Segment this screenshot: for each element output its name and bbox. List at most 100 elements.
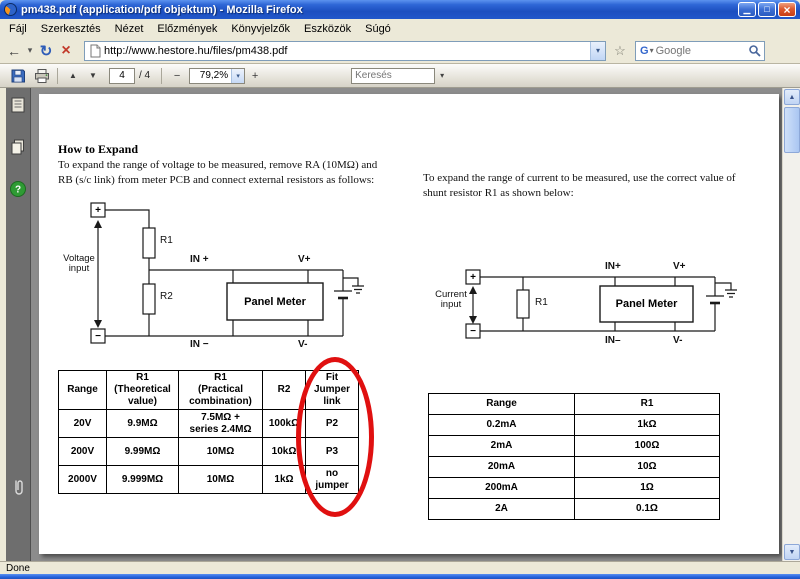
cell: 10MΩ [178,465,263,494]
menu-edit[interactable]: Szerkesztés [40,22,101,35]
status-text: Done [6,562,30,574]
table-row: 2A 0.1Ω [428,498,720,520]
nav-toolbar: ← ▾ ↻ × ▾ ☆ G ▾ [0,38,800,64]
attachments-paperclip-icon[interactable] [9,478,27,496]
voltage-input-label: Voltage input [63,253,95,275]
table-row: 200mA 1Ω [428,477,720,499]
vertical-scrollbar[interactable]: ▲ ▼ [782,88,800,561]
pdf-toolbar: ▲ ▼ / 4 − 79,2% ▾ + ▾ [0,64,800,88]
history-dropdown-icon[interactable]: ▾ [27,45,33,55]
menu-file[interactable]: Fájl [9,22,27,35]
cell: 0.2mA [428,414,575,436]
cell: 1Ω [574,477,720,499]
reader-sidebar: ? [6,88,31,561]
window-title: pm438.pdf (application/pdf objektum) - M… [21,3,303,16]
pages-panel-icon[interactable] [9,138,27,156]
red-annotation-ellipse [296,357,374,517]
minus-terminal-label: − [470,325,476,337]
current-input-label: Current input [435,289,467,311]
cell: 20mA [428,456,575,478]
in-minus-label: IN– [605,335,621,346]
toolbar-separator [161,67,163,84]
in-plus-label: IN + [190,254,209,265]
url-dropdown-icon[interactable]: ▾ [590,41,605,60]
table-header-row: Range R1 [428,393,720,415]
menu-help[interactable]: Súgó [365,22,391,35]
table-row: 0.2mA 1kΩ [428,414,720,436]
current-intro-text: To expand the range of current to be mea… [423,172,736,199]
find-dropdown-icon[interactable]: ▾ [440,71,445,80]
menu-view[interactable]: Nézet [114,22,144,35]
panel-meter-label: Panel Meter [615,298,678,310]
plus-terminal-label: + [95,204,101,216]
menu-history[interactable]: Előzmények [157,22,218,35]
engine-dropdown-icon[interactable]: ▾ [649,46,654,55]
url-input[interactable] [104,42,590,59]
firefox-icon [4,3,17,16]
scroll-up-icon[interactable]: ▲ [784,89,800,105]
plus-terminal-label: + [470,271,476,283]
menubar: Fájl Szerkesztés Nézet Előzmények Könyvj… [0,19,800,38]
content-area: ? How to Expand To expand the range of v… [0,88,800,561]
current-range-table: Range R1 0.2mA 1kΩ 2mA 100Ω 20mA 10Ω [428,393,720,520]
cell: 2A [428,498,575,520]
zoom-dropdown-icon[interactable]: ▾ [231,68,245,83]
col-header-r1-practical: R1 (Practical combination) [178,370,263,410]
maximize-button[interactable]: □ [758,2,776,17]
window-controls: ▁ □ × [738,2,796,17]
address-bar[interactable]: ▾ [84,40,606,61]
scrollbar-thumb[interactable] [784,107,800,153]
howto-help-icon[interactable]: ? [9,180,27,198]
col-header-range: Range [58,370,107,410]
web-search-input[interactable] [655,44,748,57]
v-minus-label: V- [298,339,308,350]
cell: 10MΩ [178,437,263,466]
close-button[interactable]: × [778,2,796,17]
circuit-svg [465,269,737,339]
circuit-svg [90,202,364,344]
print-button[interactable] [32,66,52,85]
cell: 100Ω [574,435,720,457]
menu-bookmarks[interactable]: Könyvjelzők [231,22,291,35]
cell: 2000V [58,465,107,494]
zoom-in-button[interactable]: + [251,69,259,82]
page-number-input[interactable] [109,67,135,84]
zoom-level-box[interactable]: 79,2% ▾ [189,67,246,84]
v-plus-label: V+ [673,261,686,272]
minus-terminal-label: − [95,330,101,342]
page-title: How to Expand [58,142,139,156]
pdf-find-input[interactable] [351,67,436,84]
zoom-level-value: 79,2% [199,70,229,81]
search-icon[interactable] [748,44,764,58]
web-search-bar[interactable]: G ▾ [635,40,765,61]
cell: 9.99MΩ [106,437,179,466]
bookmarks-panel-icon[interactable] [9,96,27,114]
minimize-button[interactable]: ▁ [738,2,756,17]
toolbar-separator [57,67,58,84]
table-row: 2mA 100Ω [428,435,720,457]
zoom-out-button[interactable]: − [173,69,181,82]
cell: 0.1Ω [574,498,720,520]
previous-page-button[interactable]: ▲ [69,71,77,80]
stop-button[interactable]: × [61,41,71,59]
panel-meter-label: Panel Meter [244,295,306,308]
menu-tools[interactable]: Eszközök [304,22,352,35]
bookmark-star-icon[interactable]: ☆ [614,42,626,58]
back-button[interactable]: ← [7,42,21,59]
cell: 200mA [428,477,575,499]
cell: 10Ω [574,456,720,478]
cell: 9.9MΩ [106,409,179,438]
scroll-down-icon[interactable]: ▼ [784,544,800,560]
col-header-range: Range [428,393,575,415]
titlebar: pm438.pdf (application/pdf objektum) - M… [0,0,800,19]
reload-button[interactable]: ↻ [39,42,53,60]
v-plus-label: V+ [298,254,311,265]
cell: 7.5MΩ + series 2.4MΩ [178,409,263,438]
next-page-button[interactable]: ▼ [89,71,97,80]
save-button[interactable] [8,66,28,85]
status-bar: Done [0,561,800,574]
voltage-intro-text: To expand the range of voltage to be mea… [58,159,378,186]
cell: 200V [58,437,107,466]
in-plus-label: IN+ [605,261,621,272]
